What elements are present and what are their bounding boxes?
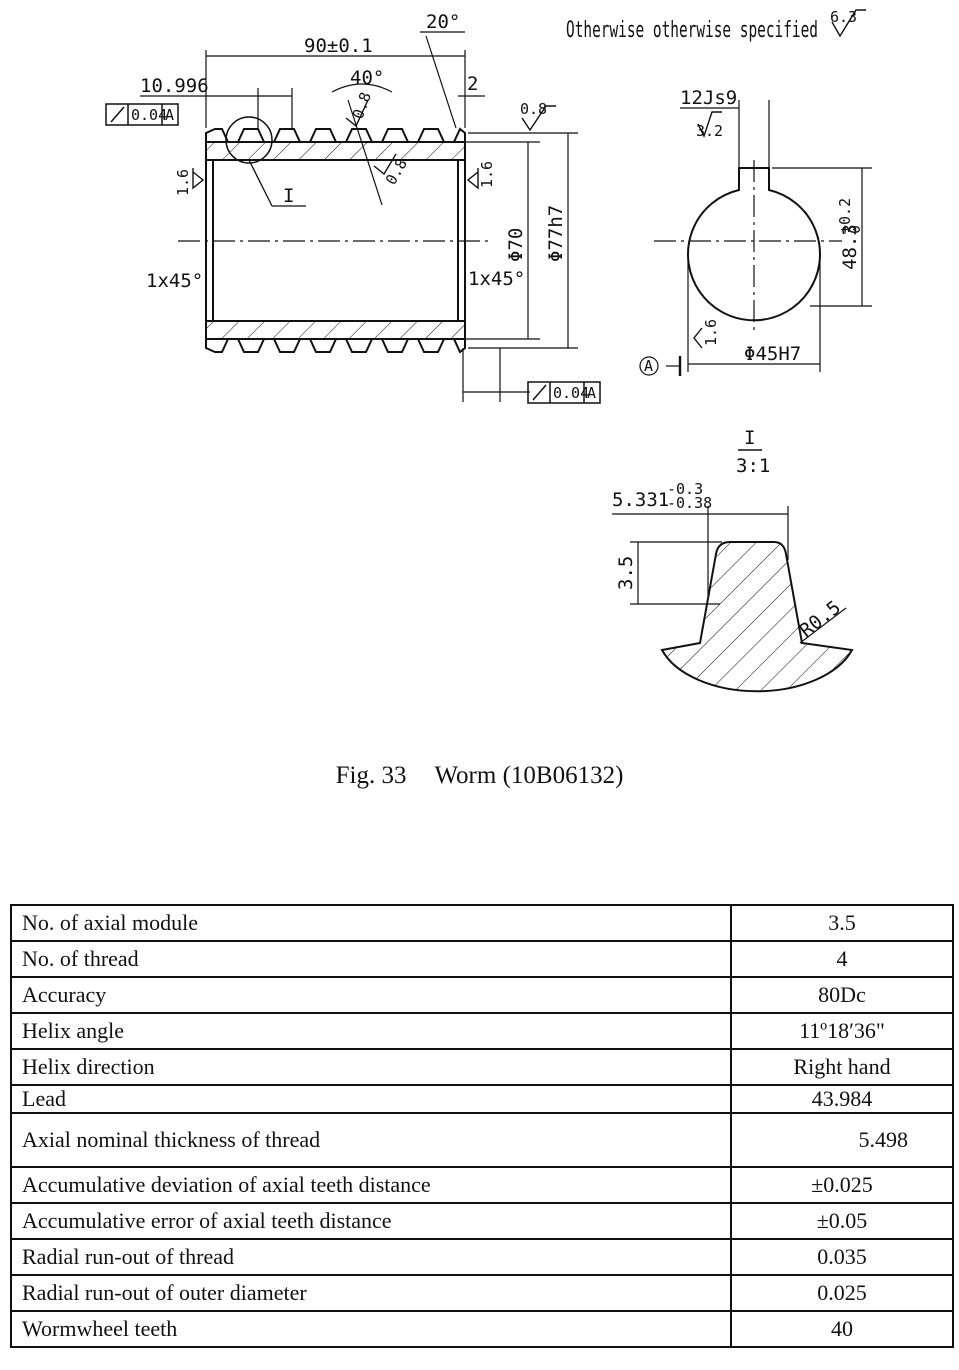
detail-radius-dimension: R0.5 [796, 596, 846, 642]
spec-value: 5.498 [730, 1112, 954, 1168]
thread-angle-dimension: 40° [350, 67, 384, 89]
roughness-symbols [192, 9, 866, 349]
spec-value: 40 [730, 1310, 954, 1348]
spec-value: ±0.025 [730, 1166, 954, 1204]
tolerance-frame-2: 0.04 A [527, 381, 601, 404]
table-row: Accumulative deviation of axial teeth di… [10, 1166, 954, 1204]
datum-label: A [644, 357, 653, 375]
svg-text:A: A [587, 384, 596, 402]
left-offset-dimension: 10.996 [140, 75, 209, 97]
right-offset-dimension: 2 [467, 73, 478, 95]
spec-value: Right hand [730, 1048, 954, 1086]
spec-label: Accumulative error of axial teeth distan… [10, 1202, 732, 1240]
spec-value: 43.984 [730, 1084, 954, 1114]
section-mark: I [283, 185, 294, 207]
detail-width-tolerance-low: -0.38 [667, 494, 712, 512]
detail-label: I [744, 427, 755, 449]
chamfer-left-dimension: 1x45° [146, 270, 203, 292]
figure-caption: Fig. 33 Worm (10B06132) [0, 762, 959, 790]
main-view-dimensions [140, 31, 578, 402]
spec-label: Helix direction [10, 1048, 732, 1086]
keyway-depth-dimension: 48.3 [839, 224, 861, 270]
figure-title: Worm (10B06132) [434, 762, 624, 789]
spec-value: 80Dc [730, 976, 954, 1014]
top-thread-profile [205, 127, 466, 143]
spec-label: Wormwheel teeth [10, 1310, 732, 1348]
worm-end-view [654, 160, 842, 330]
keyway-depth-tolerance: +0.2 [836, 198, 854, 234]
detail-width-dimension: 5.331 [612, 489, 669, 511]
outer-diameter-dimension: Φ77h7 [545, 205, 567, 262]
spec-value: 0.025 [730, 1274, 954, 1312]
roughness-right: 1.6 [478, 161, 496, 188]
spec-label: Lead [10, 1084, 732, 1114]
svg-text:0.04: 0.04 [131, 106, 167, 124]
tolerance-frame-1: 0.04 A [105, 103, 179, 126]
hole-dimension: Φ45H7 [744, 343, 801, 365]
detail-width-tolerance: -0.3 [667, 480, 703, 498]
svg-text:0.04: 0.04 [553, 384, 589, 402]
spec-label: Axial nominal thickness of thread [10, 1112, 732, 1168]
detail-height-dimension: 3.5 [615, 556, 637, 590]
chamfer-right-dimension: 1x45° [468, 268, 525, 290]
general-note: Otherwise otherwise specified [566, 18, 818, 43]
worm-section-view [178, 116, 492, 354]
roughness-keyway: 3.2 [696, 122, 723, 140]
thread-detail [612, 506, 854, 693]
figure-number: Fig. 33 [335, 762, 407, 789]
spec-value: 3.5 [730, 904, 954, 942]
roughness-hole: 1.6 [702, 319, 720, 346]
bore-dimension: Φ70 [505, 228, 527, 262]
svg-text:A: A [165, 106, 174, 124]
spec-value: 0.035 [730, 1238, 954, 1276]
keyway-dimension: 12Js9 [680, 87, 737, 109]
spec-label: Accumulative deviation of axial teeth di… [10, 1166, 732, 1204]
end-view-dimensions [639, 100, 872, 376]
roughness-left: 1.6 [174, 169, 192, 196]
spec-label: Accuracy [10, 976, 732, 1014]
spec-value: ±0.05 [730, 1202, 954, 1240]
upper-wall-hatch [206, 142, 465, 160]
spec-label: No. of thread [10, 940, 732, 978]
bottom-thread-profile [205, 338, 466, 354]
keyway-depth-tolerance-low: 0 [846, 225, 864, 234]
engineering-drawing: I 90±0.1 20° 40° 10.996 2 1x45° 1x45° Φ7… [105, 8, 872, 693]
table-row: Accumulative error of axial teeth distan… [10, 1202, 954, 1240]
roughness-top: 0.8 [520, 100, 547, 118]
lower-wall-hatch [206, 321, 465, 339]
roughness-general: 6.3 [830, 8, 857, 26]
roughness-flank: 0.8 [349, 90, 375, 122]
angle-top-dimension: 20° [426, 11, 460, 33]
detail-circle [225, 116, 273, 164]
spec-label: Radial run-out of thread [10, 1238, 732, 1276]
spec-label: Helix angle [10, 1012, 732, 1050]
spec-label: No. of axial module [10, 904, 732, 942]
length-dimension: 90±0.1 [304, 35, 373, 57]
detail-scale: 3:1 [736, 455, 770, 477]
spec-label: Radial run-out of outer diameter [10, 1274, 732, 1312]
spec-value: 4 [730, 940, 954, 978]
spec-value: 11º18′36" [730, 1012, 954, 1050]
